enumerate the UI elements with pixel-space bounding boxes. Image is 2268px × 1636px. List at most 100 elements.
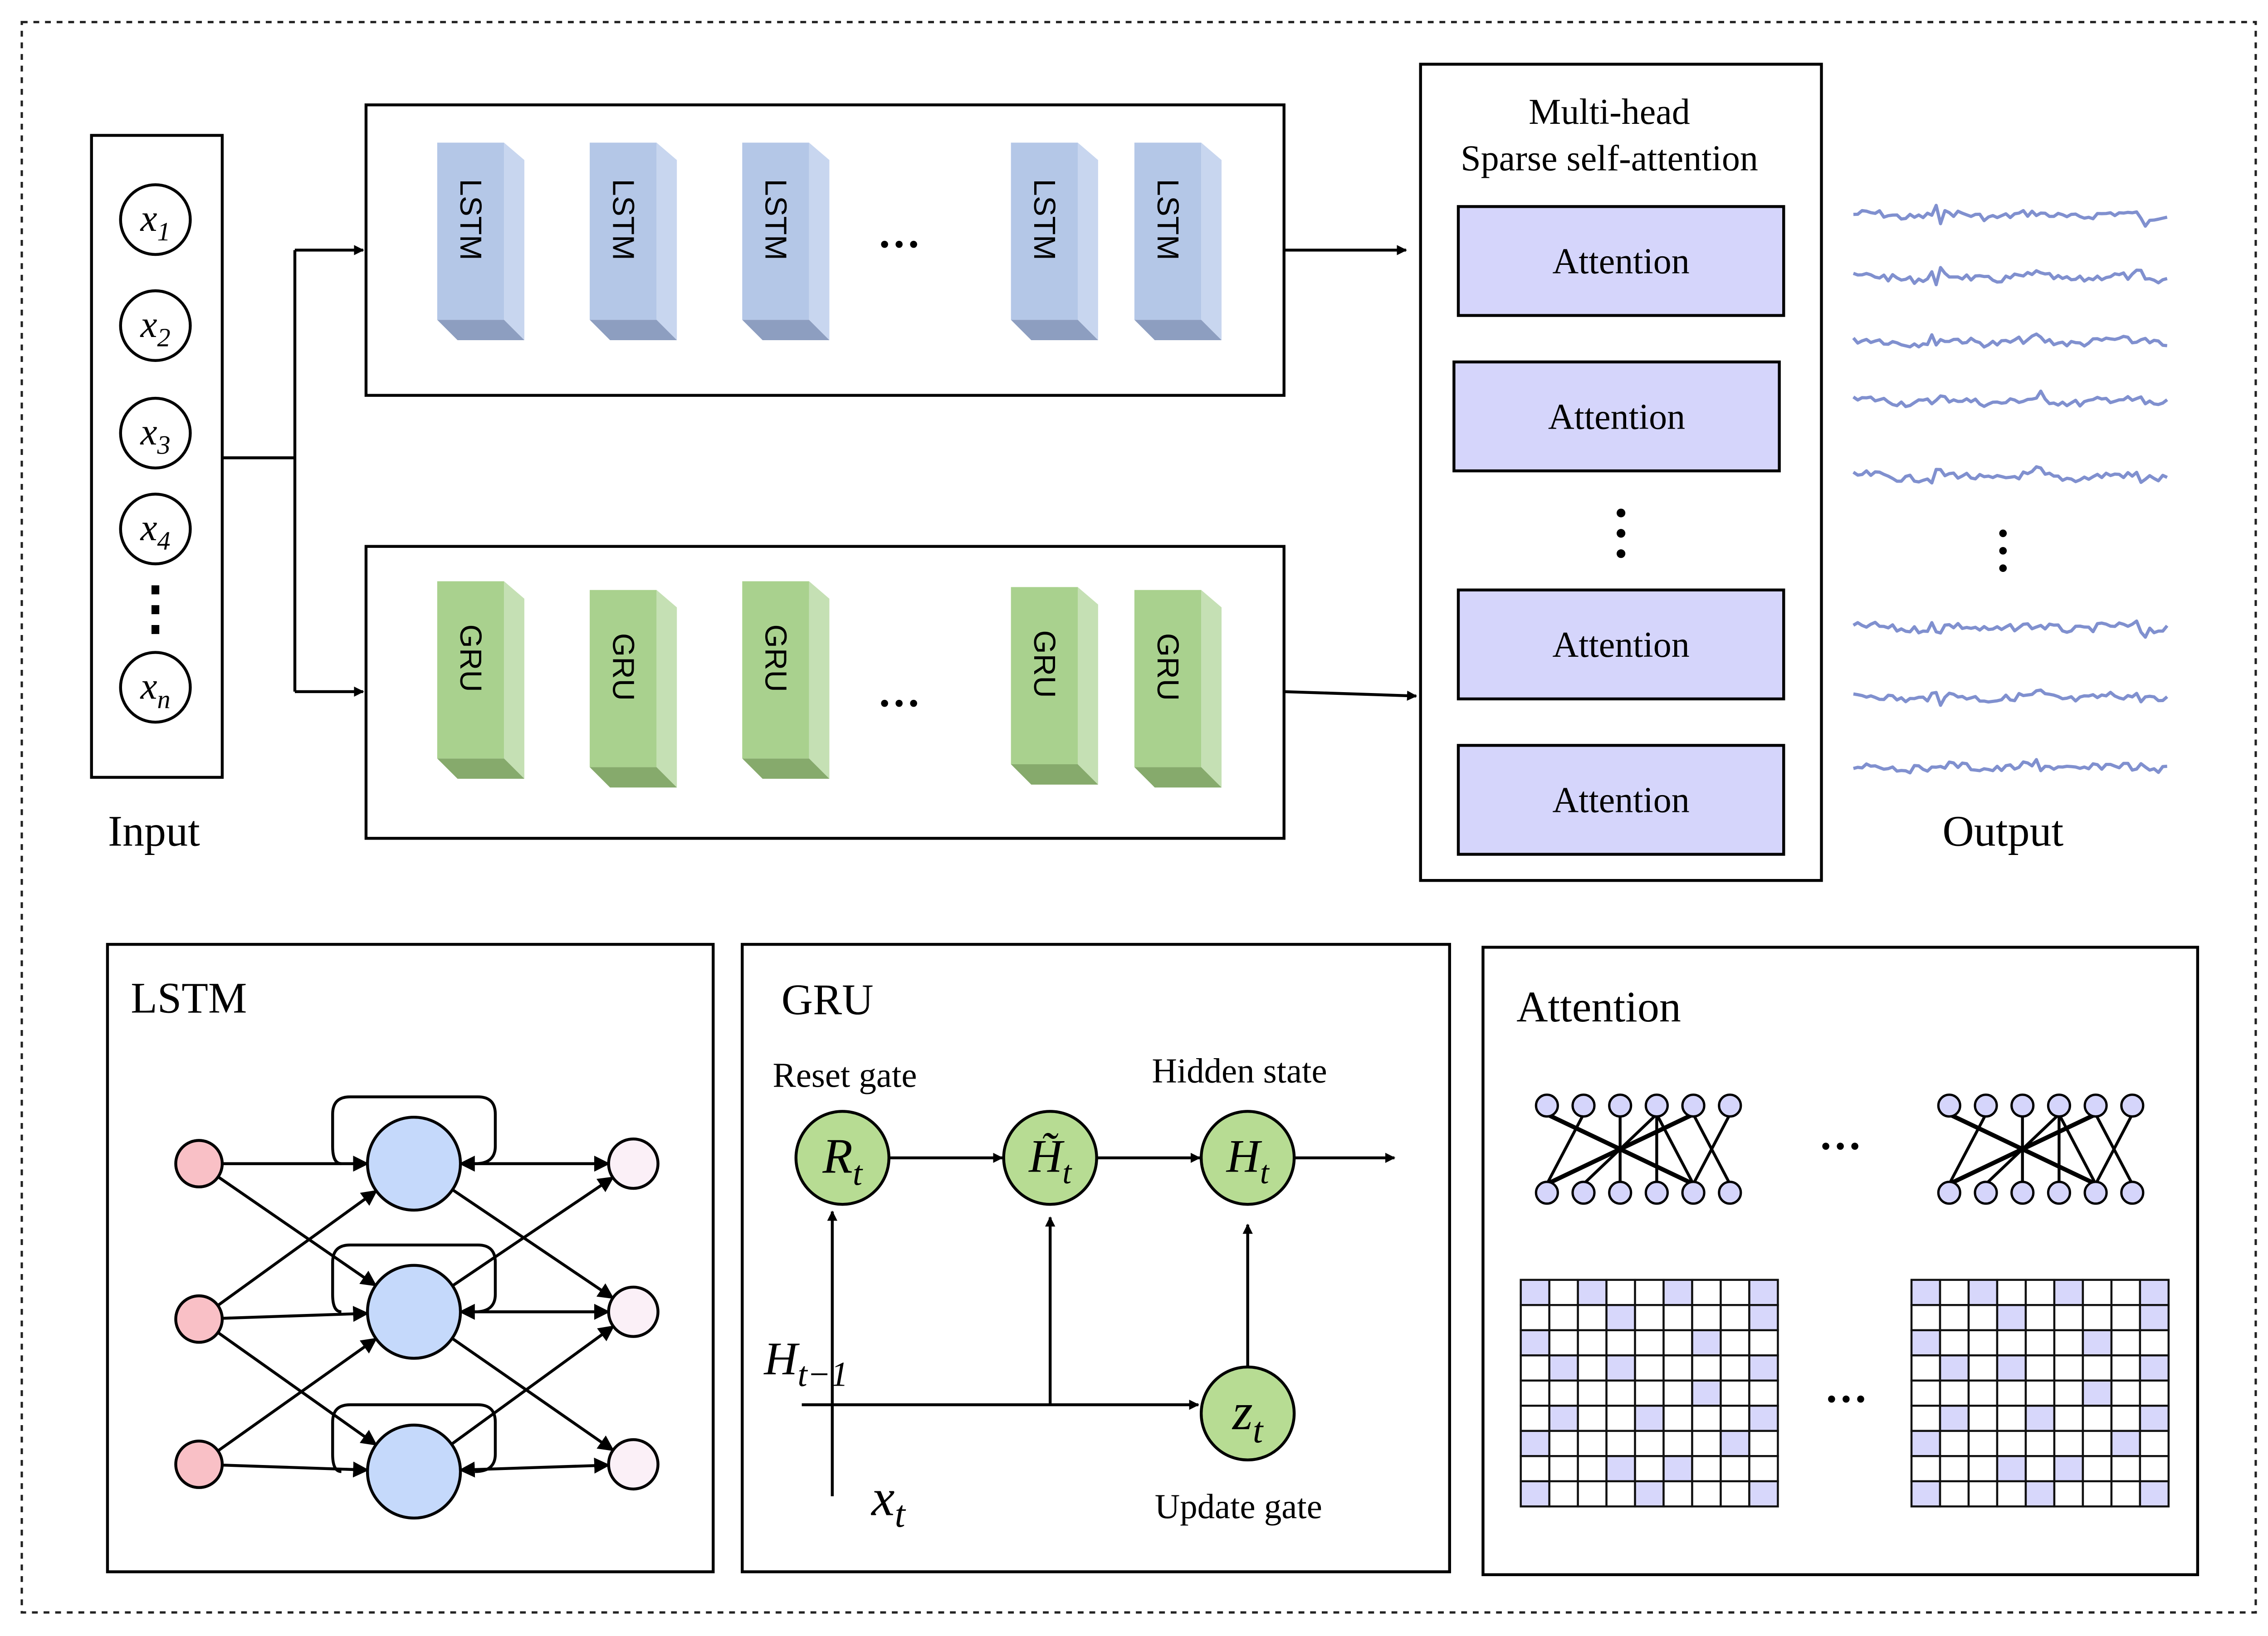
lstm-block-bottom xyxy=(437,320,524,340)
update-gate-node-circle xyxy=(1199,1365,1296,1462)
lstm-network xyxy=(174,1095,660,1520)
input-node-circle xyxy=(119,289,192,362)
mask-cell xyxy=(2053,1405,2084,1432)
input-xt-label: xt xyxy=(870,1469,906,1536)
mask-cell xyxy=(2082,1480,2113,1508)
hidden-state-label: Hidden state xyxy=(1152,1051,1327,1090)
gru-block: GRU xyxy=(1134,590,1222,788)
key-node xyxy=(1681,1181,1706,1205)
mask-cell xyxy=(1910,1279,1941,1306)
mask-cell xyxy=(1748,1455,1779,1483)
hidden-output-edge xyxy=(450,1325,615,1446)
mask-cell xyxy=(2139,1329,2170,1357)
mask-cell xyxy=(1691,1455,1722,1483)
mask-cell xyxy=(1910,1405,1941,1432)
recurrent-loop xyxy=(331,1095,497,1165)
gru-block-side xyxy=(809,581,830,779)
input-node-var: x xyxy=(140,507,157,549)
mask-cell xyxy=(2082,1379,2113,1407)
gru-block-front xyxy=(1011,587,1078,765)
hidden-neuron xyxy=(366,1423,462,1520)
attention-head-label: Attention xyxy=(1548,397,1685,437)
input-node-sub: n xyxy=(157,684,171,714)
lstm-block-label: LSTM xyxy=(606,179,640,260)
input-node: x4 xyxy=(119,493,192,566)
mask-cell xyxy=(1691,1430,1722,1457)
mask-cell xyxy=(1548,1480,1579,1508)
mask-cell xyxy=(2139,1379,2170,1407)
attention-module-title-line2: Sparse self-attention xyxy=(1461,138,1758,178)
mask-cell xyxy=(1748,1379,1779,1407)
gru-panel xyxy=(741,943,1451,1573)
gru-block-side xyxy=(656,590,677,788)
output-wave xyxy=(1853,758,2167,775)
gru-block-label: GRU xyxy=(1151,633,1185,701)
input-node-var: x xyxy=(140,411,157,453)
output-wave xyxy=(1853,688,2168,707)
mask-cell xyxy=(1548,1430,1579,1457)
mask-cell xyxy=(1996,1480,2027,1508)
mask-cell xyxy=(1662,1379,1693,1407)
mask-cell xyxy=(2110,1379,2141,1407)
mask-cell xyxy=(2053,1379,2084,1407)
mask-cell xyxy=(1548,1279,1579,1306)
hidden-state-node-sub: t xyxy=(1260,1154,1270,1191)
key-node xyxy=(1974,1181,1998,1205)
output-wave xyxy=(1853,465,2168,485)
input-hidden-edge xyxy=(217,1190,378,1307)
mask-cell xyxy=(1691,1480,1722,1508)
mask-cell xyxy=(1720,1379,1750,1407)
reset-gate-node-circle xyxy=(794,1110,890,1206)
recurrent-loop xyxy=(331,1403,497,1473)
mask-cell xyxy=(2110,1279,2141,1306)
mask-cell xyxy=(2053,1430,2084,1457)
mask-cell xyxy=(1520,1354,1550,1382)
mask-cell xyxy=(1748,1405,1779,1432)
gru-block-side xyxy=(504,581,524,779)
mask-cell xyxy=(1939,1279,1970,1306)
mask-cell xyxy=(1634,1304,1665,1332)
gru-block-side xyxy=(1201,590,1222,788)
mask-cell xyxy=(1720,1354,1750,1382)
mask-ellipsis: ··· xyxy=(1824,1374,1868,1423)
mask-cell xyxy=(2110,1304,2141,1332)
mask-cell xyxy=(1662,1430,1693,1457)
mask-cell xyxy=(1996,1304,2027,1332)
mask-cell xyxy=(1720,1480,1750,1508)
mask-cell xyxy=(2082,1455,2113,1483)
query-node xyxy=(2010,1093,2035,1118)
input-neuron xyxy=(174,1294,224,1344)
mask-cell xyxy=(2053,1455,2084,1483)
lstm-block-label: LSTM xyxy=(759,179,793,260)
lstm-block-side xyxy=(1201,142,1222,340)
lstm-block-front xyxy=(590,142,657,320)
mask-cell xyxy=(2139,1354,2170,1382)
gru-block-front xyxy=(590,590,657,767)
mask-cell xyxy=(1605,1279,1636,1306)
lstm-block: LSTM xyxy=(1134,142,1222,340)
mask-cell xyxy=(1548,1379,1579,1407)
mask-cell xyxy=(1605,1430,1636,1457)
input-node-label: x4 xyxy=(140,507,171,556)
sparse-graphs xyxy=(1535,1093,2145,1205)
mask-cell xyxy=(2139,1480,2170,1508)
mask-cell xyxy=(1939,1405,1970,1432)
gru-ellipsis: ··· xyxy=(877,679,921,728)
mask-cell xyxy=(2024,1379,2056,1407)
output-neuron xyxy=(607,1438,660,1491)
output-label: Output xyxy=(1942,806,2063,855)
mask-cell xyxy=(1548,1329,1579,1357)
key-node xyxy=(2120,1181,2145,1205)
mask-cell xyxy=(1939,1304,1970,1332)
hidden-neuron xyxy=(366,1264,462,1360)
key-node xyxy=(1571,1181,1596,1205)
mask-cell xyxy=(1691,1379,1722,1407)
mask-cell xyxy=(1577,1455,1608,1483)
mask-cell xyxy=(1967,1279,1999,1306)
mask-cell xyxy=(1548,1455,1579,1483)
mask-cell xyxy=(1748,1279,1779,1306)
graph-ellipsis: ··· xyxy=(1818,1122,1862,1170)
